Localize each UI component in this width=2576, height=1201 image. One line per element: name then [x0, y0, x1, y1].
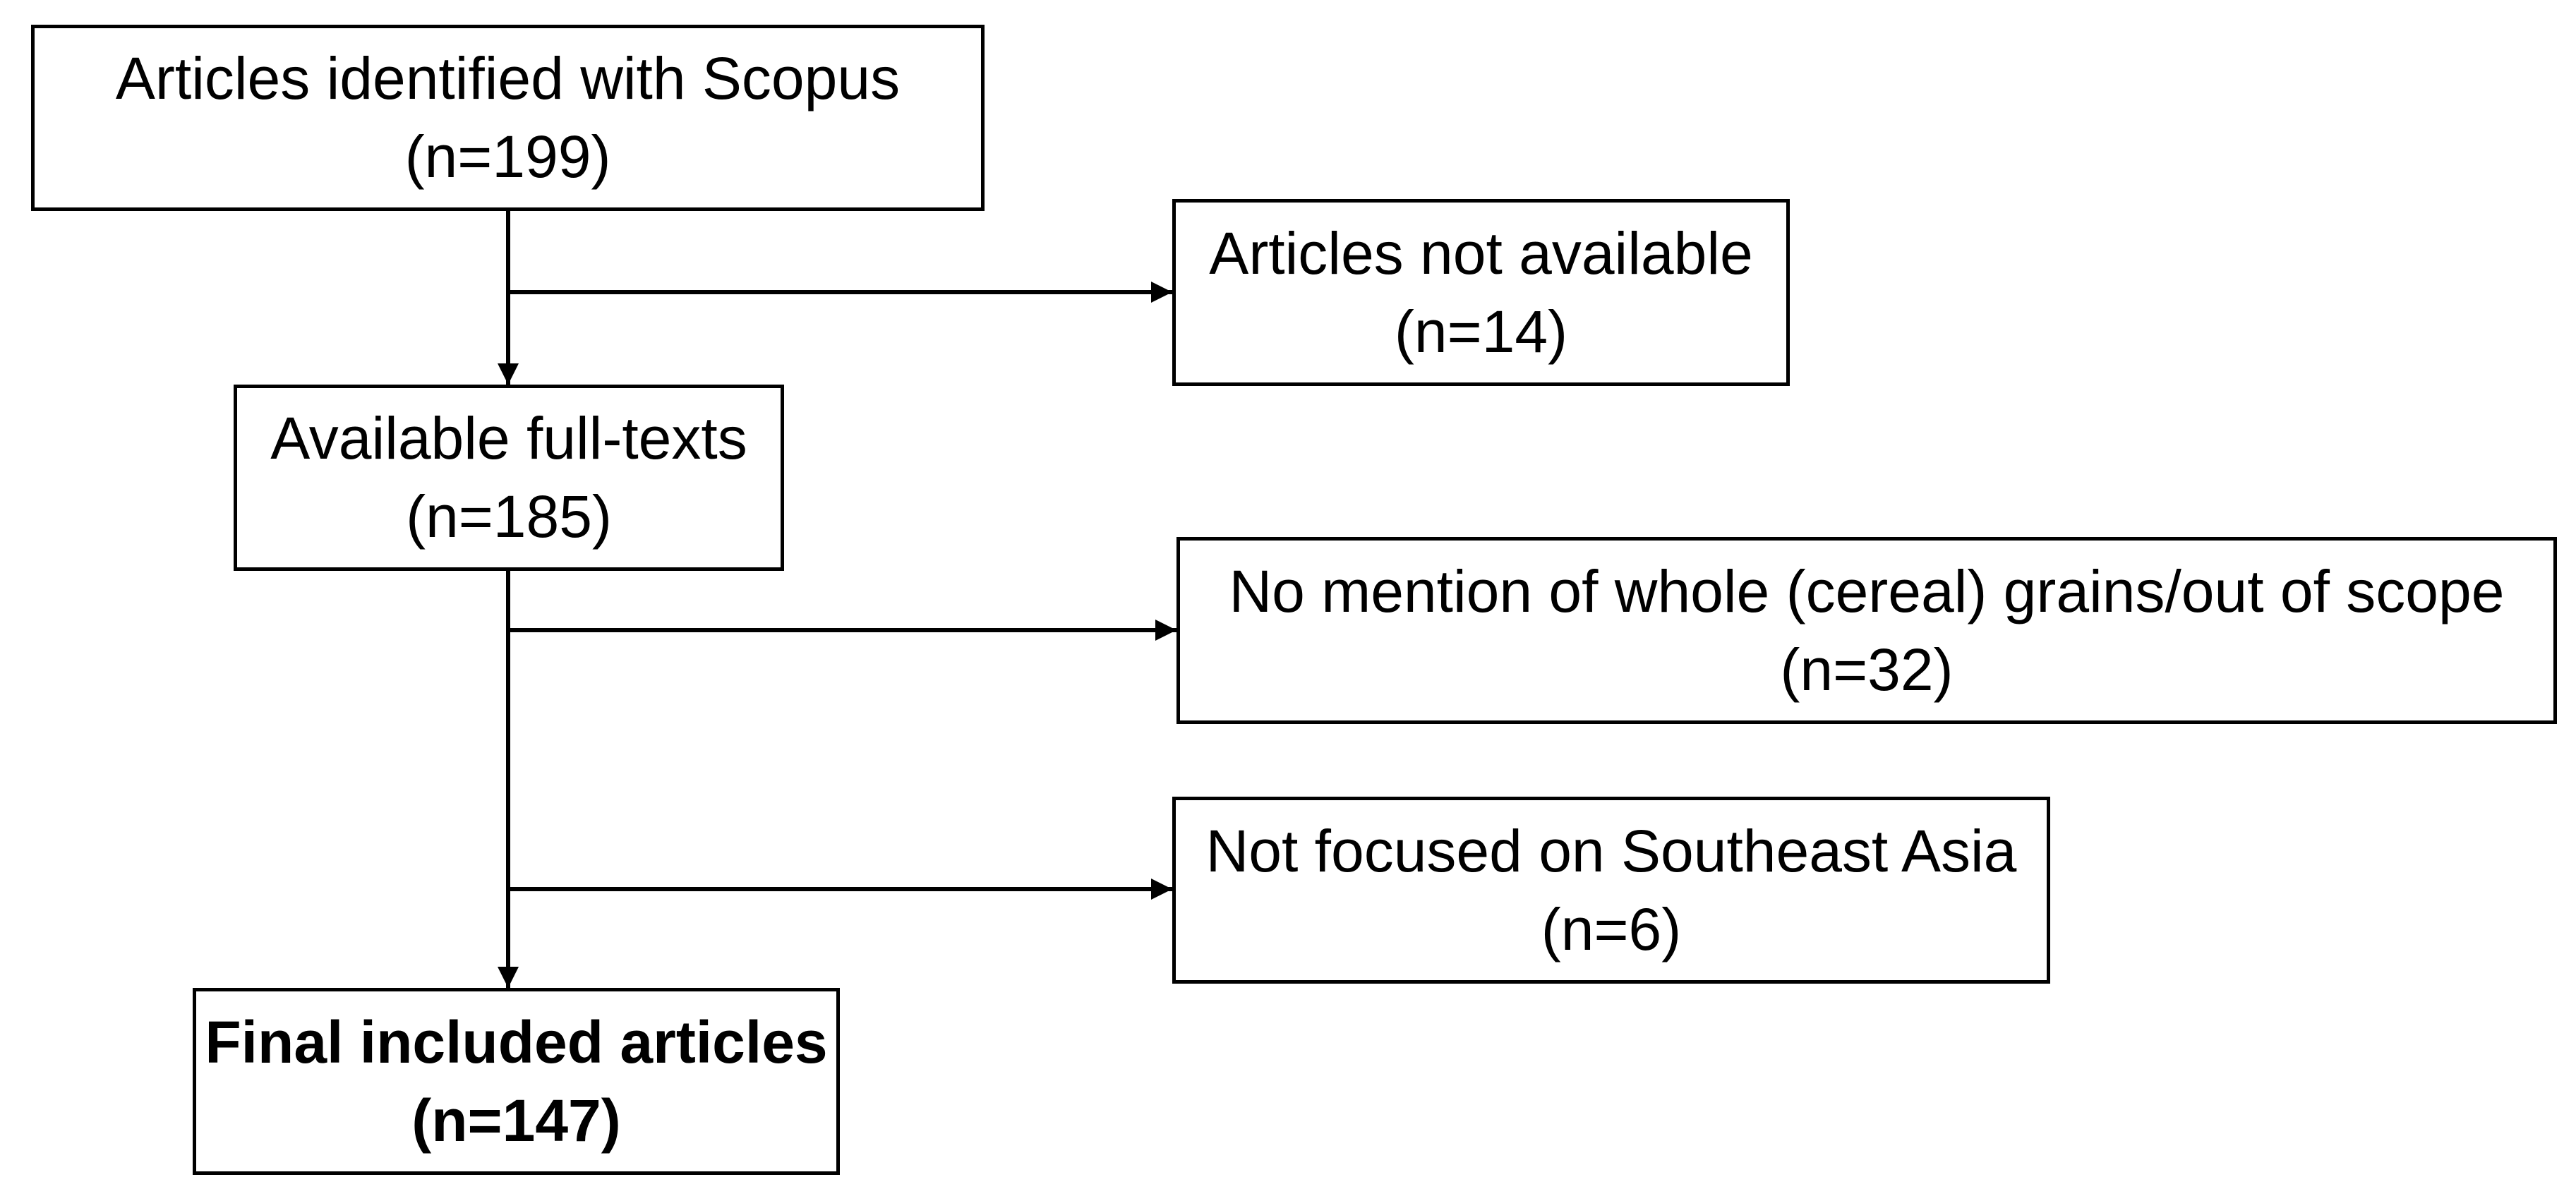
box-articles-identified-label: Articles identified with Scopus [115, 45, 901, 112]
box-not-focused-southeast-asia-count: (n=6) [1541, 895, 1682, 962]
box-articles-identified-count: (n=199) [404, 123, 611, 190]
box-available-full-texts-label: Available full-texts [270, 405, 747, 472]
box-not-focused-southeast-asia-label: Not focused on Southeast Asia [1205, 817, 2017, 884]
box-articles-not-available-count: (n=14) [1394, 298, 1568, 365]
box-final-included-articles-label: Final included articles [205, 1008, 828, 1075]
box-no-mention-whole-grains-count: (n=32) [1780, 636, 1954, 703]
box-articles-not-available: Articles not available (n=14) [1172, 199, 1790, 386]
box-not-focused-southeast-asia: Not focused on Southeast Asia (n=6) [1172, 797, 2050, 984]
box-no-mention-whole-grains-label: No mention of whole (cereal) grains/out … [1229, 557, 2505, 624]
box-no-mention-whole-grains: No mention of whole (cereal) grains/out … [1176, 537, 2557, 724]
box-articles-identified: Articles identified with Scopus (n=199) [31, 25, 985, 211]
box-final-included-articles-count: (n=147) [411, 1087, 621, 1154]
box-available-full-texts: Available full-texts (n=185) [234, 385, 784, 571]
box-final-included-articles: Final included articles (n=147) [193, 988, 840, 1175]
box-available-full-texts-count: (n=185) [406, 483, 612, 550]
box-articles-not-available-label: Articles not available [1209, 219, 1753, 286]
